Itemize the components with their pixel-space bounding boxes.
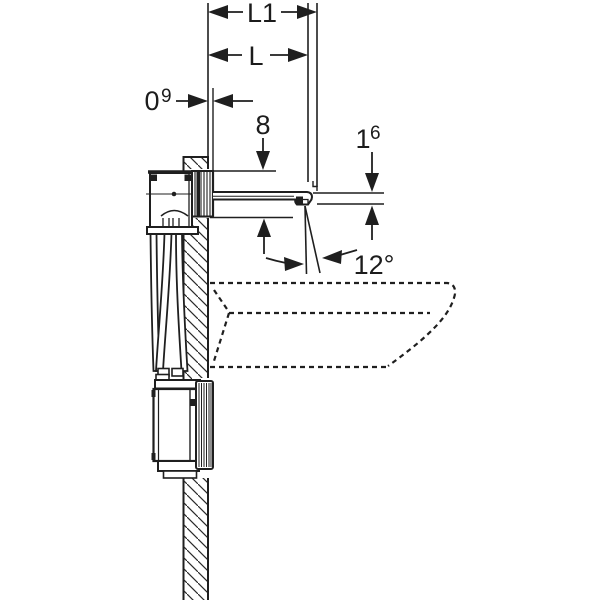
fixing-screw-left [150, 174, 157, 181]
dimension-labels: L1 L 0 9 8 1 6 12° [144, 0, 394, 280]
label-plate-height: 8 [255, 110, 270, 140]
faucet-bottom-flange [146, 226, 199, 235]
faucet-spout [213, 181, 318, 206]
label-offset-base: 0 [144, 86, 159, 116]
center-screw-dot [171, 191, 177, 197]
spout-tip-step [312, 181, 318, 191]
outlet-block [296, 198, 309, 206]
supply-hoses [149, 232, 189, 372]
faucet-housing [149, 172, 193, 229]
washbasin-outline [210, 281, 457, 369]
valve-channels [162, 218, 180, 227]
arrow-right-icon [288, 48, 308, 62]
fixing-screw-right [184, 174, 191, 181]
dimension-spout-1-6 [365, 152, 379, 240]
basin-back-bottom-edge [212, 312, 231, 362]
dimension-l1 [208, 5, 317, 19]
label-l1: L1 [247, 0, 277, 28]
valve-arc [160, 209, 189, 217]
bottom-bracket [157, 460, 200, 472]
dimension-l [208, 48, 308, 62]
spout-outline [213, 191, 314, 206]
basin-back-top-edge [213, 289, 230, 313]
arrow-right-icon [297, 5, 317, 19]
box-latch [190, 399, 196, 406]
label-l: L [248, 41, 263, 71]
angle-spray-line [304, 205, 321, 274]
label-spray-angle: 12° [354, 250, 395, 280]
dimension-lines [176, 3, 384, 275]
access-cover-plate [195, 380, 214, 470]
arrow-up-icon [365, 205, 379, 225]
aerator-outlet [296, 196, 303, 204]
arrow-left-icon [208, 5, 228, 19]
hose-collar-right [171, 367, 184, 377]
angle-12-degrees [265, 205, 358, 275]
mounting-plate-stack [191, 170, 215, 218]
function-box [151, 367, 214, 479]
arrow-down-icon [365, 173, 379, 192]
box-tab-top [151, 390, 156, 397]
label-spout-base: 1 [355, 124, 370, 154]
dimension-offset-0-9 [176, 94, 253, 108]
dimension-plate-8 [256, 138, 271, 254]
arrow-down-icon [256, 151, 270, 170]
hose-right [175, 233, 189, 372]
bottom-bracket-step [162, 470, 198, 479]
label-spout-superscript: 6 [370, 123, 381, 144]
box-tab-bottom [151, 453, 156, 460]
arrow-left-icon [322, 250, 342, 264]
arrow-up-icon [257, 218, 271, 237]
faucet-body [146, 170, 215, 235]
angle-reference-line [304, 205, 308, 275]
label-offset-superscript: 9 [161, 86, 172, 107]
arrow-left-icon [213, 94, 233, 108]
arrow-left-icon [208, 48, 228, 62]
arrow-right-icon [188, 94, 208, 108]
arrow-right-icon [284, 257, 304, 271]
basin-right-edge [387, 293, 457, 367]
top-bracket [154, 379, 201, 390]
basin-rim-line [210, 281, 457, 295]
